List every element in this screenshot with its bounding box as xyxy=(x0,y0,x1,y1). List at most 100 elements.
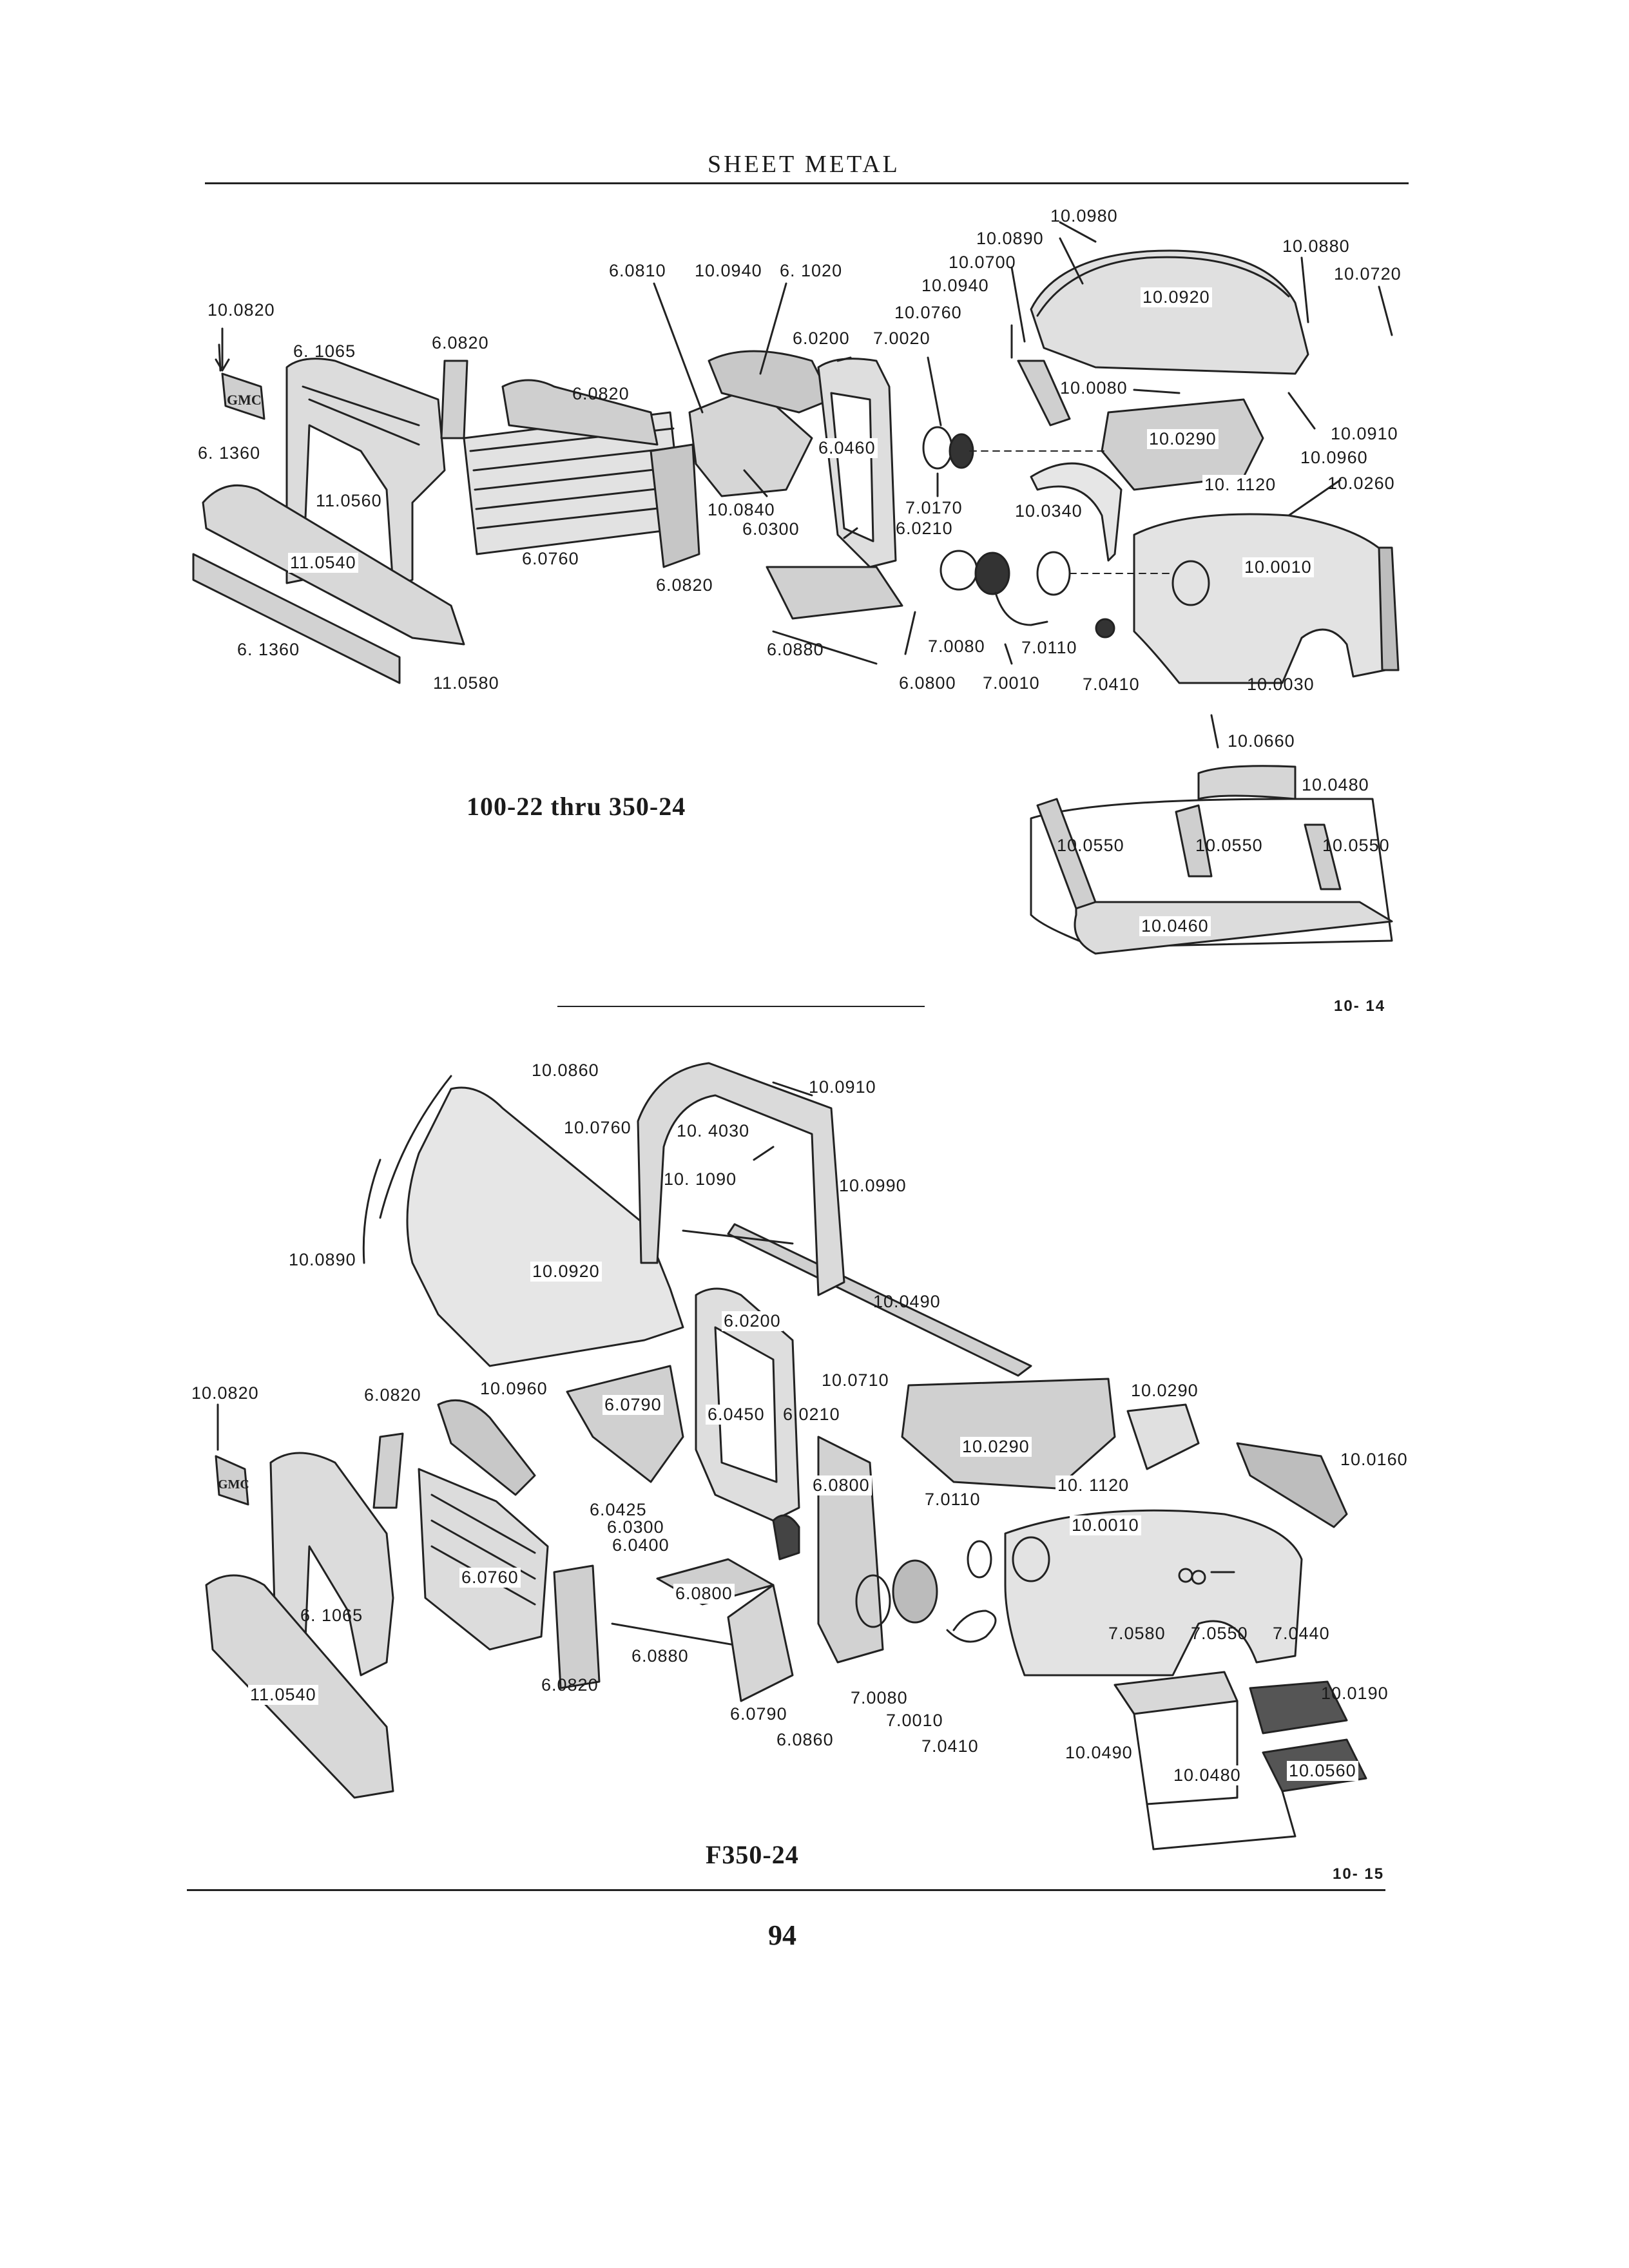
headlamp-ring-part-f350 xyxy=(855,1574,891,1628)
part-label: 6.0300 xyxy=(742,519,800,539)
part-label: 10.0490 xyxy=(1065,1743,1133,1762)
part-label: 10. 4030 xyxy=(677,1121,750,1140)
part-label: 10.0660 xyxy=(1228,731,1295,751)
fender-louver-part xyxy=(1236,1442,1348,1528)
part-label: 7.0020 xyxy=(873,329,930,348)
part-label: 7.0410 xyxy=(1083,675,1140,694)
part-label: 7.0440 xyxy=(1273,1624,1330,1643)
part-label: 6. 1065 xyxy=(300,1606,363,1625)
part-label: 7.0580 xyxy=(1108,1624,1166,1643)
part-label: 10.0760 xyxy=(894,303,962,322)
part-label: 6.0790 xyxy=(602,1395,664,1415)
part-label: 10.0820 xyxy=(191,1383,259,1403)
floor-bar-part xyxy=(772,630,878,665)
part-label: 6.0760 xyxy=(522,549,579,568)
part-label: 10.0820 xyxy=(207,300,275,320)
part-label: 10.0030 xyxy=(1247,675,1315,694)
headlamp-body-part-f350 xyxy=(892,1559,938,1624)
part-label: 11.0560 xyxy=(316,491,382,510)
part-label: 6.0400 xyxy=(612,1535,670,1555)
part-label: 10.0010 xyxy=(1242,557,1314,577)
part-label: 6.0820 xyxy=(364,1385,421,1405)
headlamp-wire-part xyxy=(994,591,1048,626)
part-label: 10.0710 xyxy=(822,1370,889,1390)
part-label: 6.0210 xyxy=(896,519,953,538)
upper-bracket-part xyxy=(372,1432,404,1509)
part-label: 10. 1120 xyxy=(1202,475,1278,495)
part-label: 10.0840 xyxy=(708,500,775,519)
part-label: 10.0940 xyxy=(921,276,989,295)
part-label: 10.0890 xyxy=(289,1250,356,1269)
headlamp-wire-part-f350 xyxy=(946,1610,997,1643)
part-label: 10.0490 xyxy=(873,1292,941,1311)
running-board-group xyxy=(1030,714,1393,955)
svg-text:GMC: GMC xyxy=(218,1477,249,1492)
parking-lamp-part xyxy=(1095,618,1115,639)
part-label: 10.0700 xyxy=(949,253,1016,272)
part-label: 7.0110 xyxy=(925,1490,981,1509)
part-label: 10.0290 xyxy=(1131,1381,1199,1400)
part-label: 10.0760 xyxy=(564,1118,631,1137)
part-label: 10.0940 xyxy=(695,261,762,280)
part-label: 10.0720 xyxy=(1334,264,1402,284)
part-label: 6.0210 xyxy=(783,1405,840,1424)
part-label: 10.0860 xyxy=(532,1061,599,1080)
front-fender-part xyxy=(1133,513,1393,684)
part-label: 6.0425 xyxy=(590,1500,647,1519)
grommet-part xyxy=(772,1514,800,1561)
part-label: 10.0480 xyxy=(1302,775,1369,794)
radiator-support-part xyxy=(285,358,446,588)
lower-post-part xyxy=(553,1564,601,1689)
inner-fender-part xyxy=(901,1378,1116,1490)
part-label: 6.0200 xyxy=(793,329,850,348)
part-label: 6.0800 xyxy=(811,1475,872,1495)
part-label: 10.0990 xyxy=(839,1176,907,1195)
part-label: 10.0010 xyxy=(1070,1515,1141,1535)
sealed-beam-part xyxy=(974,552,1010,595)
part-label: 10.0920 xyxy=(1141,287,1212,307)
part-label: 10.0550 xyxy=(1057,836,1124,855)
toe-board-part xyxy=(727,1584,794,1702)
part-label: 6.0800 xyxy=(673,1584,735,1604)
svg-text:GMC: GMC xyxy=(227,392,262,408)
part-label: 10.0920 xyxy=(530,1262,602,1282)
fender-reinforcement-part xyxy=(1378,546,1400,671)
part-label: 10.0340 xyxy=(1015,501,1083,521)
part-label: 6.0820 xyxy=(572,384,630,403)
part-label: 7.0110 xyxy=(1021,638,1077,657)
part-label: 6.0820 xyxy=(432,333,489,352)
door-frame-part xyxy=(817,358,897,568)
part-label: 10.0880 xyxy=(1282,236,1350,256)
part-label: 6. 1360 xyxy=(237,640,300,659)
part-label: 10.0910 xyxy=(809,1077,876,1097)
grille-part-f350 xyxy=(418,1399,549,1651)
part-label: 10.0960 xyxy=(480,1379,548,1398)
gmc-emblem-part-f350: GMC xyxy=(215,1403,249,1506)
grille-post-part xyxy=(650,443,700,568)
grille-top-part xyxy=(501,379,659,446)
part-label: 10.0290 xyxy=(1147,429,1219,449)
part-label: 10.0480 xyxy=(1171,1765,1243,1785)
headlamp-retainer-part-f350 xyxy=(967,1540,992,1579)
part-label: 7.0170 xyxy=(905,498,963,517)
part-label: 6. 1360 xyxy=(198,443,261,463)
fender-shield-part xyxy=(1126,1403,1200,1470)
top-diagram-caption: 100-22 thru 350-24 xyxy=(467,792,686,821)
part-label: 10.0550 xyxy=(1195,836,1263,855)
part-label: 10.0460 xyxy=(1139,916,1211,936)
hood-hinge-part xyxy=(1017,360,1071,427)
part-label: 7.0410 xyxy=(921,1736,979,1756)
parking-lamp-lens-part xyxy=(1191,1570,1206,1585)
part-label: 7.0080 xyxy=(851,1688,908,1707)
floor-pan-part xyxy=(766,566,903,620)
part-label: 6.0200 xyxy=(722,1311,783,1331)
part-label: 10.0260 xyxy=(1327,474,1395,493)
windshield-frame-part xyxy=(637,1062,845,1296)
page-number: 94 xyxy=(768,1919,796,1951)
part-label: 6.0880 xyxy=(631,1646,689,1666)
part-label: 6.0810 xyxy=(609,261,666,280)
part-label: 7.0010 xyxy=(983,673,1040,693)
part-label: 7.0010 xyxy=(886,1711,943,1730)
part-label: 10.0560 xyxy=(1287,1761,1358,1781)
